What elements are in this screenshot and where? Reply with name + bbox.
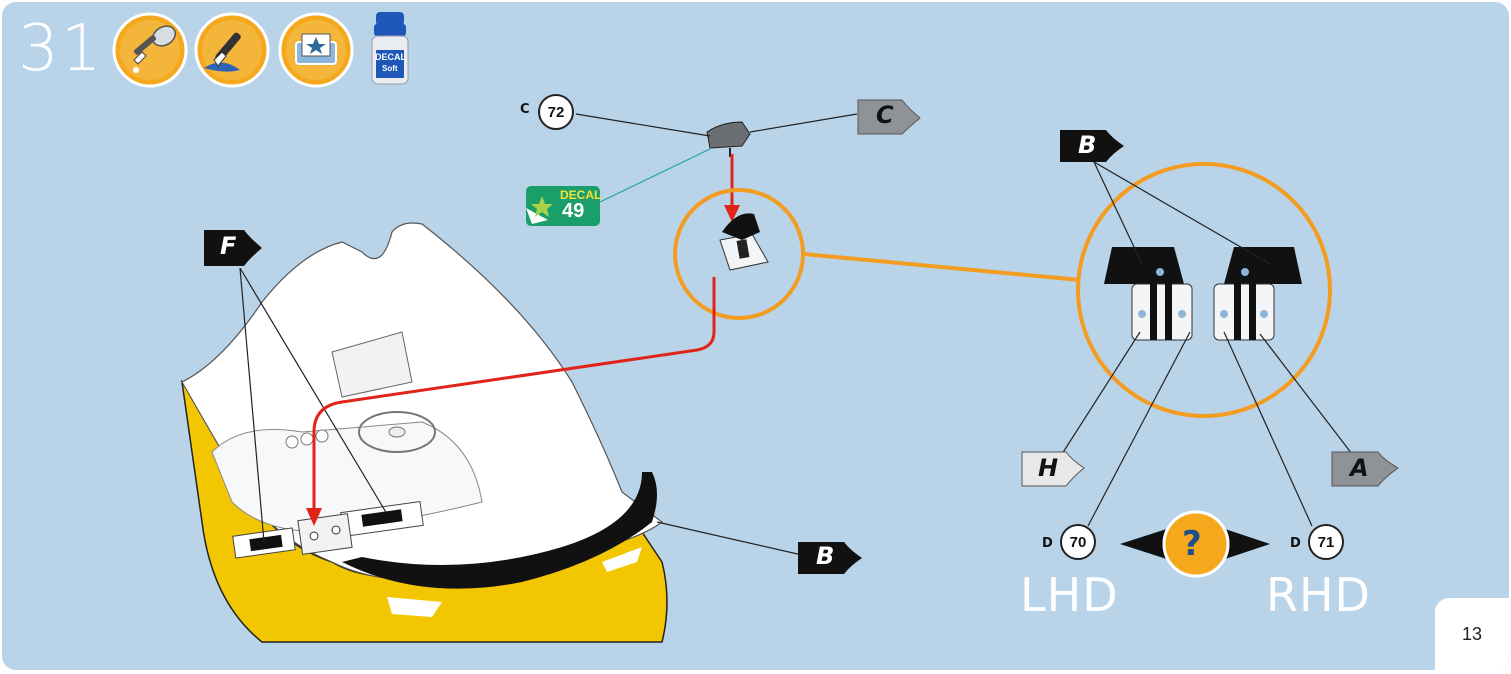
rhd-detail-part bbox=[1214, 247, 1302, 340]
rhd-label: RHD bbox=[1266, 568, 1371, 622]
flag-b-bumper-label: B bbox=[816, 542, 834, 570]
question-icon: ? bbox=[1182, 524, 1202, 564]
top-part-prefix: C bbox=[520, 102, 530, 117]
flag-c-label: C bbox=[876, 101, 894, 129]
lhd-part-number: 70 bbox=[1060, 524, 1096, 560]
flag-b-detail-label: B bbox=[1078, 131, 1096, 159]
flag-h-label: H bbox=[1038, 454, 1058, 482]
rhd-part-number: 71 bbox=[1308, 524, 1344, 560]
page-number: 13 bbox=[1435, 598, 1509, 670]
top-part-number: 72 bbox=[538, 94, 574, 130]
lhd-detail-part bbox=[1104, 247, 1192, 340]
lhd-part-prefix: D bbox=[1042, 536, 1053, 551]
lhd-label: LHD bbox=[1020, 568, 1119, 622]
flag-a-label: A bbox=[1350, 454, 1369, 482]
rhd-part-prefix: D bbox=[1290, 536, 1301, 551]
decal-number: 49 bbox=[562, 200, 584, 223]
flag-f-label: F bbox=[220, 232, 236, 260]
